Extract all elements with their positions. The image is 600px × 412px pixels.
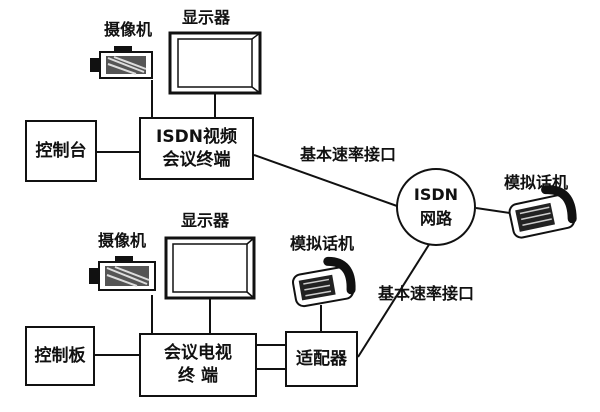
phone-label-right: 模拟话机 (504, 173, 569, 192)
monitor-label-bottom: 显示器 (181, 211, 230, 230)
telephone-icon (292, 256, 356, 308)
tv-terminal-line2: 终 端 (178, 366, 218, 386)
phone-label-bottom: 模拟话机 (290, 234, 355, 253)
isdn-terminal-line1: ISDN视频 (156, 126, 237, 147)
isdn-terminal-line2: 会议终端 (162, 149, 231, 170)
link-label-bottom: 基本速率接口 (378, 284, 475, 303)
telephone-icon (508, 185, 577, 239)
network-line1: ISDN (413, 185, 459, 204)
camera-label-bottom: 摄像机 (98, 231, 147, 250)
camera-icon (89, 256, 156, 291)
console-top-label: 控制台 (35, 140, 87, 161)
network-line2: 网路 (419, 209, 452, 228)
isdn-network-node: ISDN 网路 (396, 168, 476, 246)
camera-label-top: 摄像机 (104, 20, 153, 39)
console-bottom-label: 控制板 (34, 345, 86, 366)
monitor-label-top: 显示器 (182, 8, 231, 27)
tv-terminal-box: 会议电视 终 端 (139, 333, 257, 397)
monitor-icon (168, 31, 262, 95)
isdn-terminal-box: ISDN视频 会议终端 (139, 117, 254, 180)
adapter-box: 适配器 (285, 331, 358, 387)
monitor-icon (164, 236, 256, 300)
camera-icon (90, 46, 153, 79)
console-top-box: 控制台 (25, 120, 97, 182)
adapter-label: 适配器 (296, 348, 347, 369)
link-label-top: 基本速率接口 (300, 145, 397, 164)
console-bottom-box: 控制板 (25, 326, 95, 386)
tv-terminal-line1: 会议电视 (164, 343, 232, 364)
